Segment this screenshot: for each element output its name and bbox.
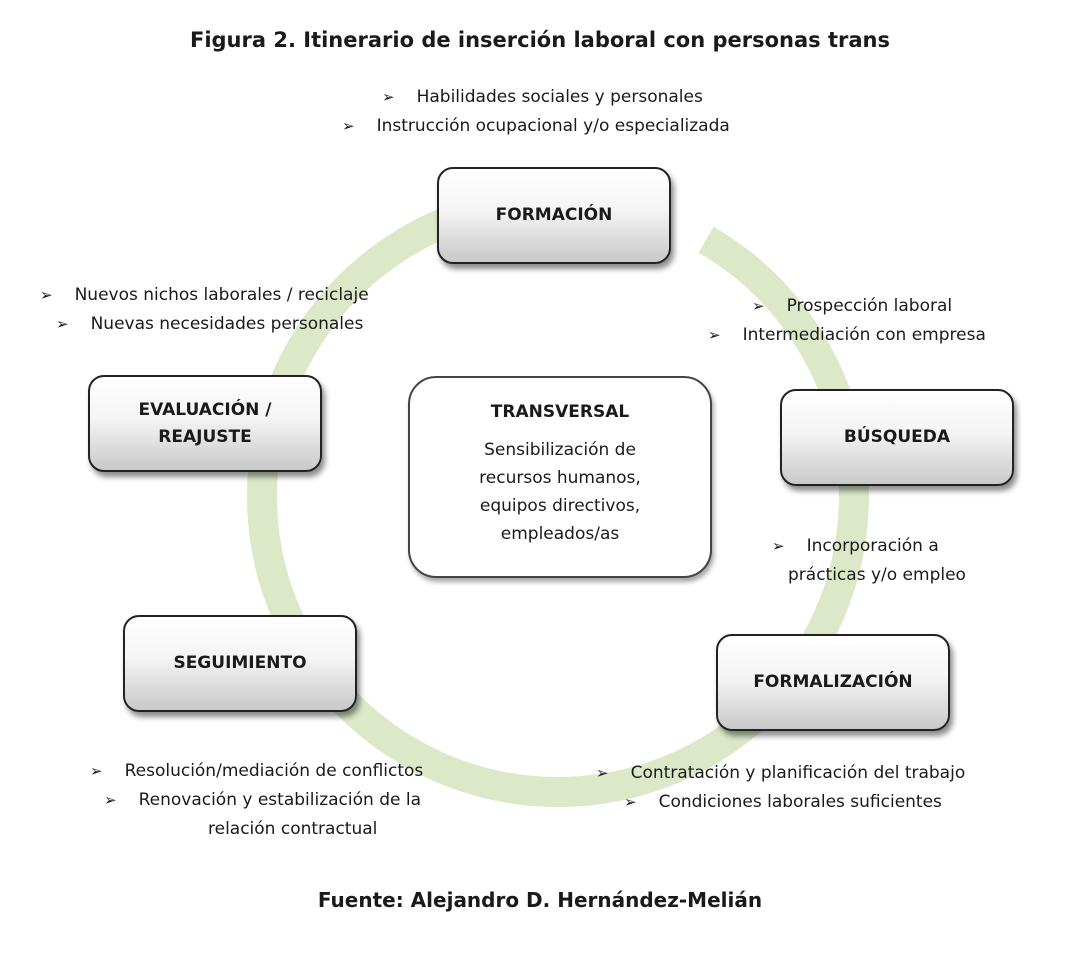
- arrow-bullet-icon: ➢: [772, 537, 785, 555]
- note-item: ➢Incorporación a: [772, 536, 939, 556]
- arrow-bullet-icon: ➢: [40, 286, 53, 304]
- stage-evaluacion: EVALUACIÓN / REAJUSTE: [88, 375, 322, 472]
- figure-source: Fuente: Alejandro D. Hernández-Melián: [317, 888, 763, 912]
- arrow-bullet-icon: ➢: [624, 793, 637, 811]
- note-item: prácticas y/o empleo: [788, 565, 966, 585]
- arrow-bullet-icon: ➢: [596, 764, 609, 782]
- stage-formalizacion: FORMALIZACIÓN: [716, 634, 950, 731]
- note-item: ➢Intermediación con empresa: [708, 325, 986, 345]
- note-item: ➢Condiciones laborales suficientes: [624, 792, 942, 812]
- notes-seguimiento: ➢Resolución/mediación de conflictos ➢Ren…: [90, 757, 423, 844]
- arrow-bullet-icon: ➢: [382, 88, 395, 106]
- arrow-bullet-icon: ➢: [752, 297, 765, 315]
- stage-busqueda-label: BÚSQUEDA: [843, 427, 951, 447]
- stage-seguimiento-label: SEGUIMIENTO: [173, 653, 307, 673]
- transversal-box: TRANSVERSAL Sensibilización de recursos …: [408, 376, 712, 578]
- notes-busqueda: ➢Prospección laboral ➢Intermediación con…: [708, 292, 986, 350]
- note-item: ➢Contratación y planificación del trabaj…: [596, 763, 966, 783]
- arrow-bullet-icon: ➢: [90, 762, 103, 780]
- note-item: relación contractual: [208, 819, 378, 839]
- stage-formacion-label: FORMACIÓN: [495, 205, 613, 225]
- stage-formacion: FORMACIÓN: [437, 167, 671, 264]
- transversal-line: empleados/as: [500, 524, 620, 544]
- arrow-bullet-icon: ➢: [342, 117, 355, 135]
- notes-formalizacion-out: ➢Contratación y planificación del trabaj…: [596, 759, 965, 817]
- notes-formalizacion-in: ➢Incorporación a prácticas y/o empleo: [772, 532, 966, 590]
- note-item: ➢Renovación y estabilización de la: [104, 790, 421, 810]
- transversal-line: recursos humanos,: [479, 468, 641, 488]
- stage-seguimiento: SEGUIMIENTO: [123, 615, 357, 712]
- note-item: ➢Nuevos nichos laborales / reciclaje: [40, 285, 369, 305]
- stage-evaluacion-label-line1: EVALUACIÓN /: [138, 399, 272, 420]
- note-item: ➢Habilidades sociales y personales: [382, 87, 703, 107]
- transversal-line: equipos directivos,: [479, 496, 641, 516]
- transversal-body: Sensibilización de recursos humanos, equ…: [410, 436, 710, 548]
- stage-formalizacion-label: FORMALIZACIÓN: [753, 672, 913, 692]
- arrow-bullet-icon: ➢: [708, 326, 721, 344]
- stage-busqueda: BÚSQUEDA: [780, 389, 1014, 486]
- stage-evaluacion-label-line2: REAJUSTE: [158, 426, 252, 447]
- transversal-title: TRANSVERSAL: [490, 402, 630, 422]
- figure-title: Figura 2. Itinerario de inserción labora…: [189, 28, 890, 52]
- notes-evaluacion: ➢Nuevos nichos laborales / reciclaje ➢Nu…: [40, 281, 369, 339]
- note-item: ➢Nuevas necesidades personales: [56, 314, 364, 334]
- note-item: ➢Prospección laboral: [752, 296, 953, 316]
- arrow-bullet-icon: ➢: [104, 791, 117, 809]
- arrow-bullet-icon: ➢: [56, 315, 69, 333]
- transversal-line: Sensibilización de: [484, 440, 636, 460]
- note-item: ➢Resolución/mediación de conflictos: [90, 761, 424, 781]
- notes-formacion: ➢Habilidades sociales y personales ➢Inst…: [342, 83, 730, 141]
- note-item: ➢Instrucción ocupacional y/o especializa…: [342, 116, 730, 136]
